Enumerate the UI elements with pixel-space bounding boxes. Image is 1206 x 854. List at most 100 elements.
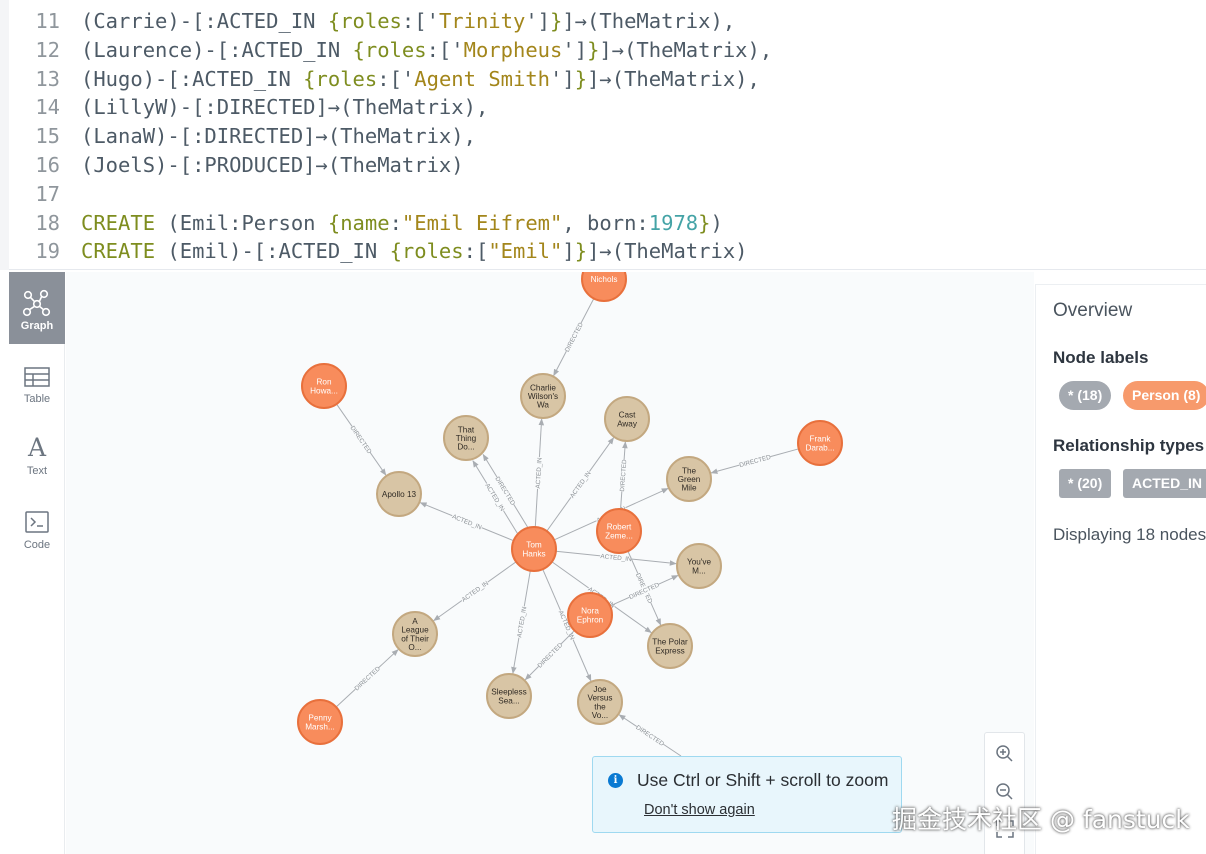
node-caption: Nora — [581, 607, 599, 616]
relationship-label-bg — [634, 723, 666, 748]
relationship-label-bg — [599, 551, 633, 564]
code-token: roles — [315, 67, 378, 91]
node-circle[interactable] — [604, 396, 650, 442]
relationship-label: DIRECTED — [619, 459, 628, 492]
code-token: , born: — [562, 211, 649, 235]
line-number: 17 — [35, 182, 60, 206]
person-node[interactable]: RonHowa... — [301, 363, 347, 409]
graph-visualization[interactable]: DIRECTEDDIRECTEDDIRECTEDACTED_INACTED_IN… — [66, 272, 1034, 854]
code-token: } — [698, 211, 711, 235]
relationship-acted-in[interactable]: ACTED_IN — [433, 561, 517, 622]
cypher-editor[interactable]: 11(Carrie)-[:ACTED_IN {roles:['Trinity']… — [0, 0, 1206, 270]
movie-node[interactable]: SleeplessSea... — [486, 673, 532, 719]
overview-panel: Overview Node labels * (18) Person (8) R… — [1035, 284, 1206, 854]
zoom-out-icon[interactable] — [993, 780, 1017, 804]
node-circle[interactable] — [567, 592, 613, 638]
code-token: '] — [562, 38, 588, 62]
node-caption: Hanks — [522, 549, 545, 558]
node-caption: Charlie — [530, 383, 556, 392]
node-circle[interactable] — [577, 679, 623, 725]
code-text: (Laurence)-[:ACTED_IN {roles:['Morpheus'… — [81, 36, 772, 65]
code-token: "Emil" — [488, 239, 563, 263]
view-tab-table[interactable]: Table — [9, 358, 65, 430]
node-circle[interactable] — [511, 526, 557, 572]
view-tab-code[interactable]: Code — [9, 504, 65, 576]
movie-node[interactable]: JoeVersustheVo... — [577, 679, 623, 725]
node-caption: M... — [692, 566, 706, 575]
view-tab-table-label: Table — [23, 393, 51, 405]
person-node[interactable]: Nichols — [581, 272, 627, 302]
rel-type-pill-all[interactable]: * (20) — [1059, 469, 1112, 498]
rel-type-pill-acted-in[interactable]: ACTED_IN — [1123, 469, 1206, 498]
relationship-label-bg — [562, 321, 585, 354]
node-labels-heading: Node labels — [1053, 348, 1149, 367]
node-circle[interactable] — [301, 363, 347, 409]
relationship-directed[interactable]: DIRECTED — [336, 403, 387, 476]
movie-node[interactable]: You'veM... — [676, 543, 722, 589]
code-token: { — [327, 9, 341, 33]
relationship-label-bg — [483, 481, 507, 513]
view-tab-text[interactable]: A Text — [9, 430, 65, 502]
node-circle[interactable] — [666, 456, 712, 502]
node-caption: Versus — [587, 694, 612, 703]
view-tab-text-label: Text — [26, 465, 48, 477]
relationship-label: DIRECTED — [349, 425, 373, 456]
node-caption: Ephron — [577, 615, 604, 624]
code-line: 15(LanaW)-[:DIRECTED]→(TheMatrix), — [0, 122, 476, 151]
person-node[interactable]: PennyMarsh... — [297, 699, 343, 745]
node-circle[interactable] — [486, 673, 532, 719]
person-node[interactable]: FrankDarab... — [797, 420, 843, 466]
relationship-acted-in[interactable]: ACTED_IN — [511, 570, 531, 675]
node-circle[interactable] — [443, 415, 489, 461]
person-node[interactable]: RobertZeme... — [596, 508, 642, 554]
node-circle[interactable] — [581, 272, 627, 302]
movie-node[interactable]: ThatThingDo... — [443, 415, 489, 461]
code-line: 12(Laurence)-[:ACTED_IN {roles:['Morpheu… — [0, 36, 772, 65]
relationship-label: DIRECTED — [536, 641, 564, 669]
relationship-label: ACTED_IN — [569, 470, 593, 500]
code-text: (LillyW)-[:DIRECTED]→(TheMatrix), — [81, 93, 488, 122]
relationship-directed[interactable]: DIRECTED — [618, 714, 682, 757]
node-circle[interactable] — [797, 420, 843, 466]
zoom-in-icon[interactable] — [993, 742, 1017, 766]
node-label-pill-all[interactable]: * (18) — [1059, 381, 1112, 410]
relationship-directed[interactable]: DIRECTED — [335, 649, 399, 708]
relationship-directed[interactable]: DIRECTED — [524, 630, 575, 681]
node-caption: Nichols — [591, 275, 618, 284]
code-token: ] — [562, 239, 575, 263]
node-caption: Zeme... — [605, 531, 633, 540]
relationship-acted-in[interactable]: ACTED_IN — [533, 418, 545, 528]
code-token: } — [574, 239, 588, 263]
node-circle[interactable] — [520, 373, 566, 419]
relationship-label: ACTED_IN — [461, 580, 491, 604]
node-caption: Express — [655, 646, 685, 655]
relationship-directed[interactable]: DIRECTED — [710, 448, 799, 474]
node-circle[interactable] — [392, 611, 438, 657]
view-tab-graph[interactable]: Graph — [9, 272, 65, 344]
fit-screen-icon[interactable] — [993, 817, 1017, 841]
movie-node[interactable]: Apollo 13 — [376, 471, 422, 517]
node-label-pill-person[interactable]: Person (8) — [1123, 381, 1206, 410]
code-token: ]→(TheMatrix), — [587, 67, 760, 91]
relationship-directed[interactable]: DIRECTED — [553, 298, 595, 377]
node-circle[interactable] — [297, 699, 343, 745]
node-circle[interactable] — [676, 543, 722, 589]
code-token: (Hugo)-[:ACTED_IN — [81, 67, 304, 91]
node-circle[interactable] — [376, 471, 422, 517]
node-circle[interactable] — [647, 623, 693, 669]
dont-show-again-link[interactable]: Don't show again — [644, 802, 755, 818]
node-caption: Darab... — [805, 443, 834, 452]
node-circle[interactable] — [596, 508, 642, 554]
relationship-label: DIRECTED — [564, 321, 585, 353]
relationship-acted-in[interactable]: ACTED_IN — [555, 550, 677, 566]
relationship-directed[interactable]: DIRECTED — [617, 441, 628, 510]
